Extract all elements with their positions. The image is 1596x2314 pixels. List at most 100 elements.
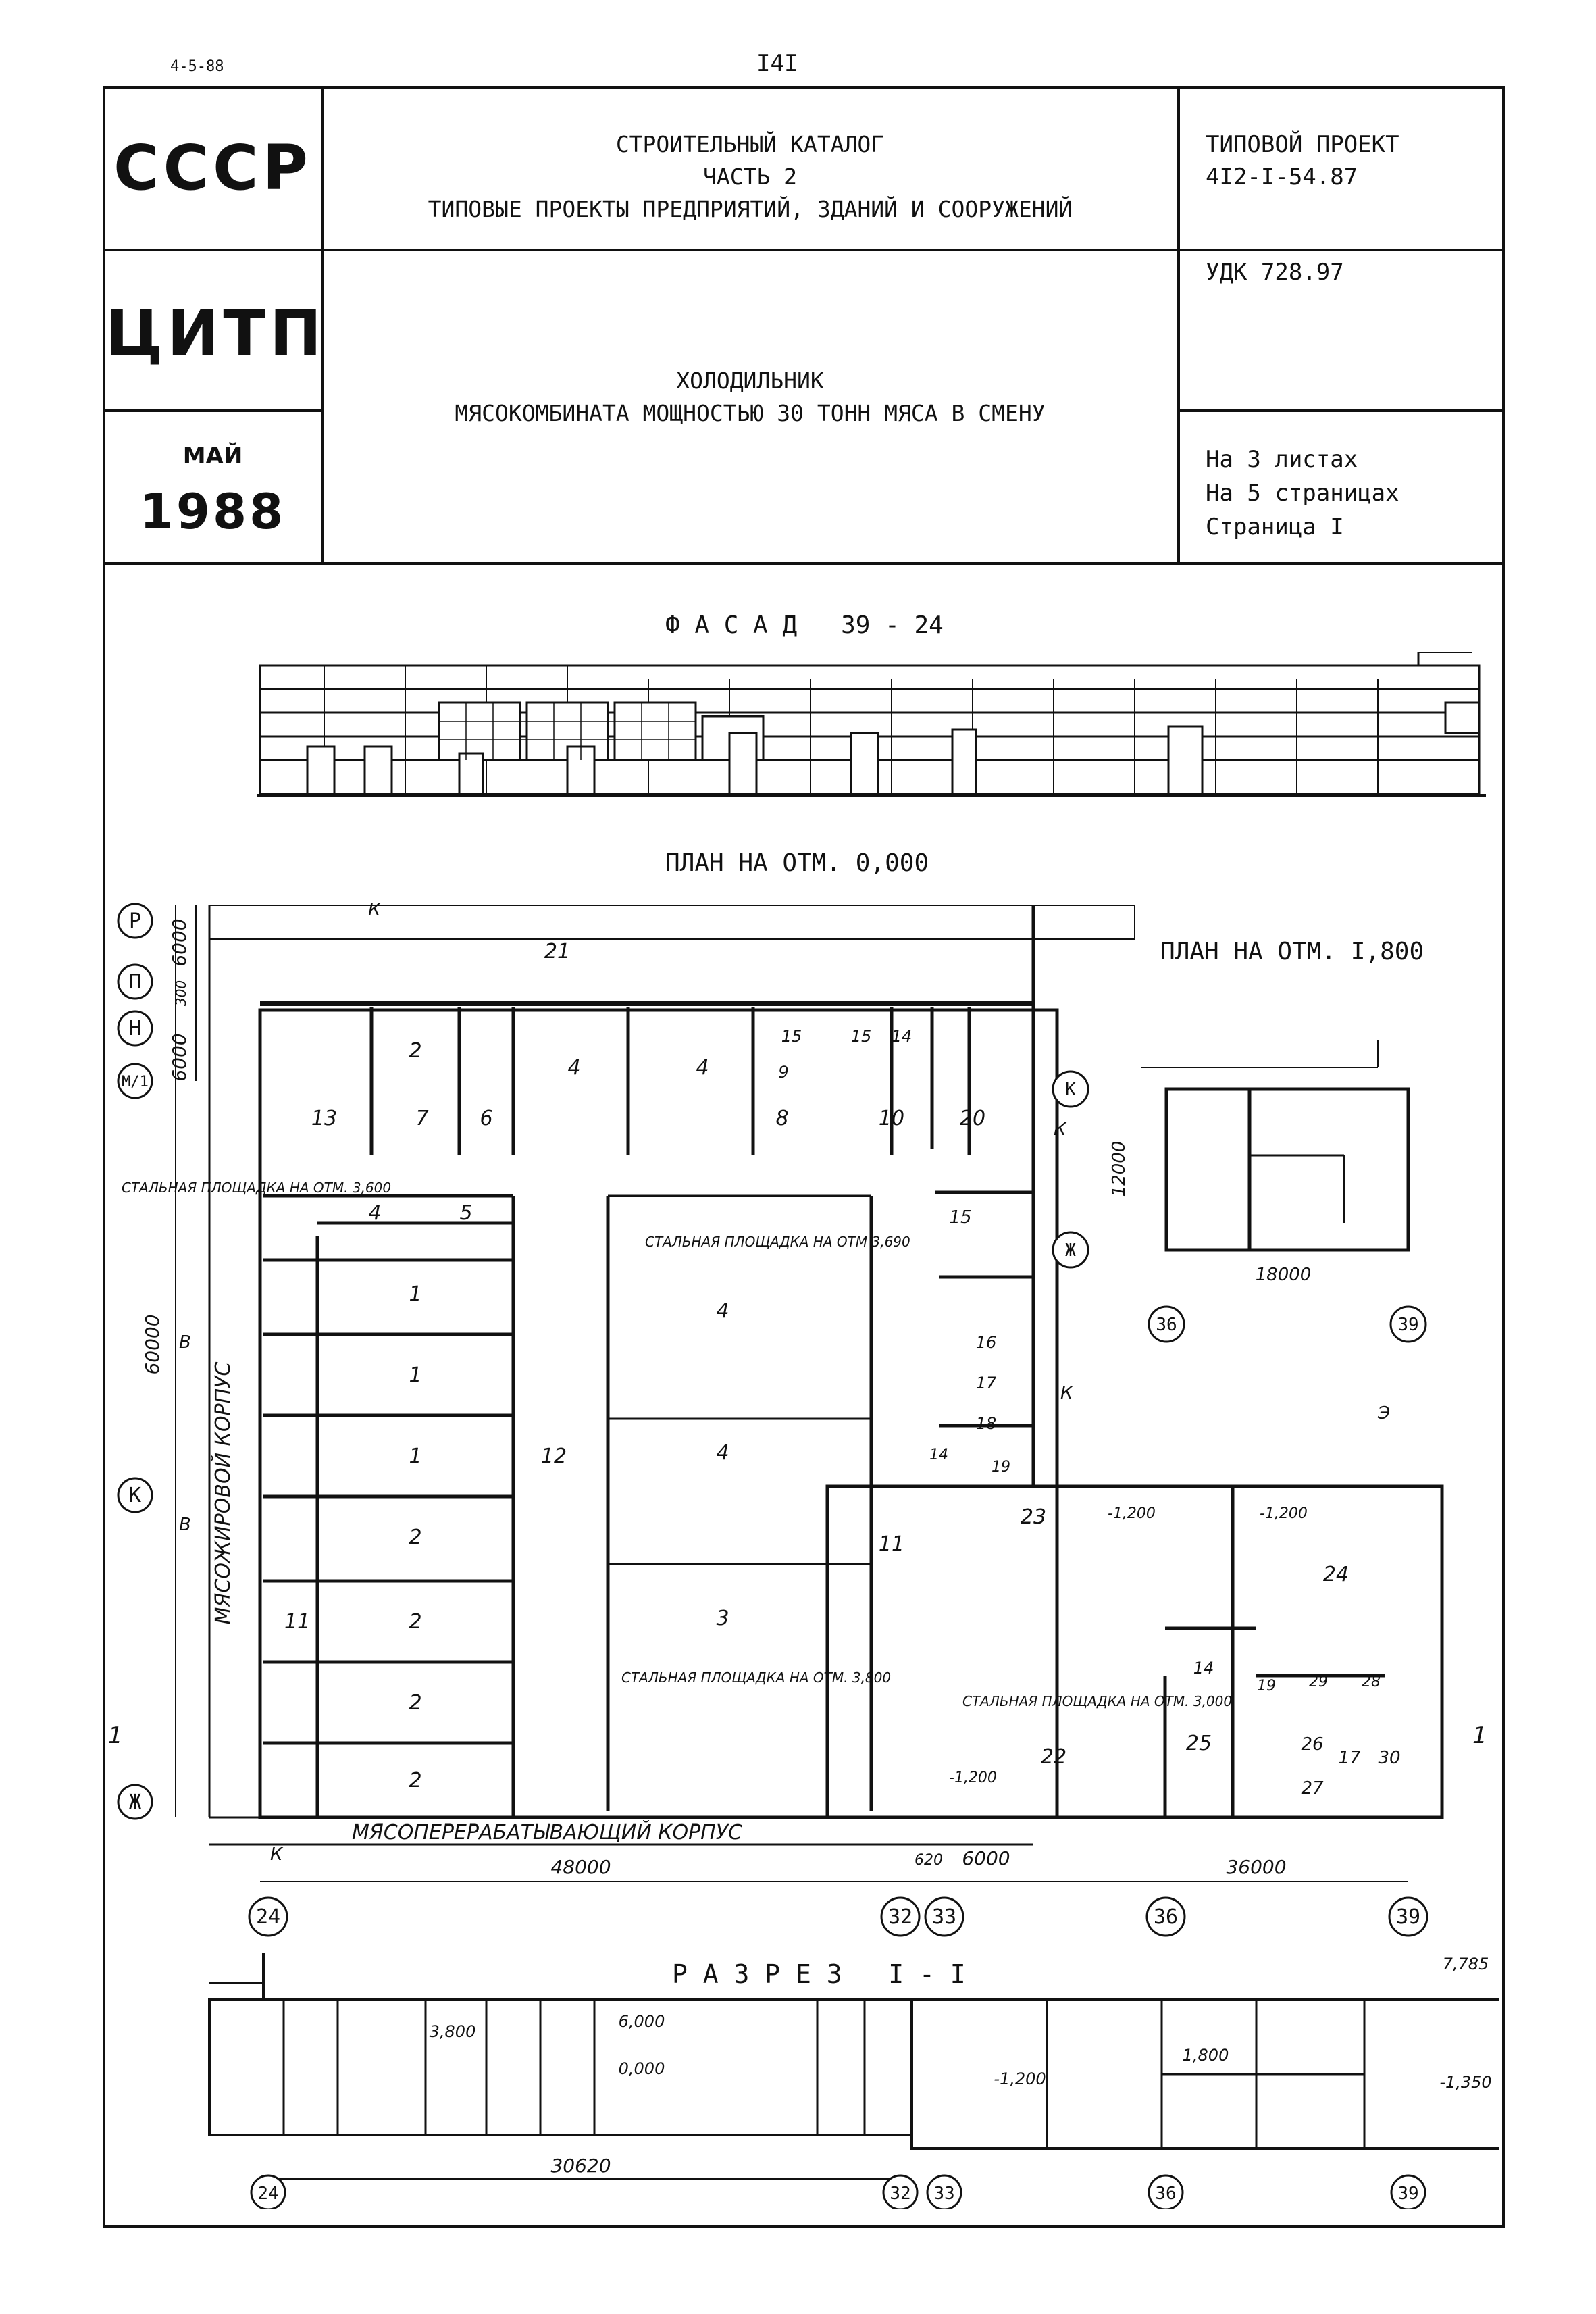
- axis-row-Pi: П: [129, 970, 141, 994]
- dim-row-6000a: 6000: [168, 918, 190, 966]
- room-6: 6: [480, 1107, 492, 1130]
- elev-3800: 3,800: [430, 2022, 476, 2041]
- room-23: 23: [1021, 1505, 1046, 1529]
- catalog-line3: ТИПОВЫЕ ПРОЕКТЫ ПРЕДПРИЯТИЙ, ЗДАНИЙ И СО…: [428, 196, 1073, 222]
- entry-e: Э: [1377, 1403, 1390, 1424]
- room-11b: 11: [879, 1532, 904, 1556]
- room-15b: 15: [851, 1027, 872, 1046]
- axis-row-M1: М/1: [122, 1074, 149, 1090]
- axis-col-39: 39: [1396, 1905, 1420, 1929]
- catalog-block: СТРОИТЕЛЬНЫЙ КАТАЛОГ ЧАСТЬ 2 ТИПОВЫЕ ПРО…: [323, 128, 1177, 226]
- stamp-org1: СССР: [113, 132, 312, 204]
- elev-m1200: -1,200: [994, 2069, 1046, 2088]
- room-2e: 2: [409, 1769, 421, 1792]
- note-steel-left: СТАЛЬНАЯ ПЛОЩАДКА НА ОТМ. 3,600: [122, 1180, 391, 1196]
- room-28: 28: [1362, 1674, 1381, 1690]
- elev-6000: 6,000: [619, 2012, 665, 2031]
- room-2c: 2: [409, 1610, 421, 1634]
- section-axis-32: 32: [890, 2184, 910, 2204]
- entry-v-1: В: [179, 1332, 191, 1353]
- room-27: 27: [1301, 1778, 1324, 1799]
- room-1a: 1: [409, 1282, 421, 1306]
- room-4a: 4: [567, 1056, 580, 1080]
- project-label: ТИПОВОЙ ПРОЕКТ: [1206, 131, 1399, 158]
- stamp-month: МАЙ: [182, 443, 243, 470]
- axis-col-36: 36: [1154, 1905, 1178, 1929]
- room-2d: 2: [409, 1691, 421, 1715]
- dim-60000: 60000: [141, 1314, 163, 1374]
- room-26: 26: [1301, 1734, 1323, 1755]
- room-15c: 15: [949, 1207, 971, 1228]
- axis-row-K: К: [129, 1484, 141, 1507]
- label-building-bottom: МЯСОПЕРЕРАБАТЫВАЮЩИЙ КОРПУС: [352, 1820, 742, 1844]
- title-divider-2: [103, 409, 322, 412]
- room-4b: 4: [696, 1056, 709, 1080]
- section-axis-39: 39: [1397, 2184, 1418, 2204]
- room-19a: 19: [992, 1459, 1010, 1476]
- room-10: 10: [879, 1107, 904, 1130]
- axis-col-33: 33: [932, 1905, 956, 1929]
- elev-0000: 0,000: [619, 2059, 665, 2078]
- axis-col-32: 32: [888, 1905, 912, 1929]
- room-4e: 4: [716, 1441, 729, 1465]
- plan-drawing: Р П Н М/1 К Ж 24 32 33 36 39 К Ж 36 39 1…: [108, 900, 1487, 1937]
- section-mark-right: 1: [1472, 1722, 1487, 1749]
- plan-title: ПЛАН НА ОТМ. 0,000: [665, 849, 929, 877]
- dim-48000: 48000: [550, 1856, 611, 1878]
- title-vdivider-1: [321, 86, 324, 563]
- dim-row-6000b: 6000: [168, 1033, 190, 1081]
- room-22: 22: [1041, 1745, 1066, 1769]
- udk: УДК 728.97: [1206, 259, 1344, 286]
- plan2-dim-18000: 18000: [1256, 1265, 1312, 1285]
- plan2-axis-K: К: [1065, 1080, 1076, 1100]
- dim-620: 620: [915, 1852, 943, 1869]
- note-steel-2: СТАЛЬНАЯ ПЛОЩАДКА НА ОТМ. 3,800: [621, 1669, 891, 1686]
- object-line2: МЯСОКОМБИНАТА МОЩНОСТЬЮ 30 ТОНН МЯСА В С…: [455, 400, 1046, 426]
- project-number: 4I2-I-54.87: [1206, 164, 1358, 191]
- object-block: ХОЛОДИЛЬНИК МЯСОКОМБИНАТА МОЩНОСТЬЮ 30 Т…: [323, 365, 1177, 430]
- room-8: 8: [775, 1107, 788, 1130]
- sheet-count: На 3 листах: [1206, 446, 1358, 473]
- title-divider-3: [1179, 409, 1505, 412]
- room-30: 30: [1378, 1748, 1400, 1768]
- axis-row-N: Н: [129, 1017, 141, 1040]
- section-axis-36: 36: [1155, 2184, 1176, 2204]
- plan2-dim-12000: 12000: [1109, 1141, 1129, 1197]
- room-13: 13: [311, 1107, 337, 1130]
- room-18: 18: [976, 1414, 997, 1433]
- axis-row-P: Р: [129, 909, 141, 933]
- elev-7785: 7,785: [1443, 1955, 1489, 1973]
- title-divider-1: [103, 249, 1505, 251]
- facade-title: Ф А С А Д 39 - 24: [665, 611, 944, 639]
- page-count: На 5 страницах: [1206, 480, 1399, 507]
- room-2a: 2: [409, 1039, 421, 1063]
- dim-30620: 30620: [550, 2155, 611, 2177]
- room-5: 5: [459, 1201, 472, 1225]
- axis-col-24: 24: [256, 1905, 280, 1929]
- axis-row-Zh: Ж: [129, 1790, 141, 1814]
- entry-k-bottom: К: [270, 1844, 284, 1865]
- room-11a: 11: [284, 1610, 310, 1634]
- level-minus-1: -1,200: [1108, 1505, 1156, 1522]
- room-15a: 15: [781, 1027, 802, 1046]
- level-minus-3: -1,200: [949, 1769, 997, 1786]
- sheet-info: На 3 листах На 5 страницах Страница I: [1206, 443, 1399, 544]
- room-17b: 17: [1338, 1748, 1361, 1768]
- elev-m1350: -1,350: [1439, 2073, 1491, 2092]
- section-mark-left: 1: [108, 1722, 123, 1749]
- plan2-axis-Zh: Ж: [1065, 1240, 1076, 1261]
- entry-k-mid: К: [1060, 1383, 1074, 1403]
- room-25: 25: [1186, 1732, 1212, 1755]
- plan2-axis-39: 39: [1397, 1315, 1418, 1335]
- room-2b: 2: [409, 1526, 421, 1549]
- stamp-org2: ЦИТП: [105, 297, 326, 370]
- catalog-line2: ЧАСТЬ 2: [702, 164, 798, 190]
- entry-k-right: К: [1054, 1120, 1067, 1140]
- room-29: 29: [1309, 1674, 1328, 1690]
- plan2-title: ПЛАН НА ОТМ. I,800: [1160, 938, 1424, 965]
- facade-drawing: [257, 652, 1486, 797]
- document-code: 4-5-88: [170, 58, 224, 75]
- section-axis-33: 33: [933, 2184, 954, 2204]
- page-number: I4I: [756, 50, 798, 77]
- room-1c: 1: [409, 1444, 421, 1468]
